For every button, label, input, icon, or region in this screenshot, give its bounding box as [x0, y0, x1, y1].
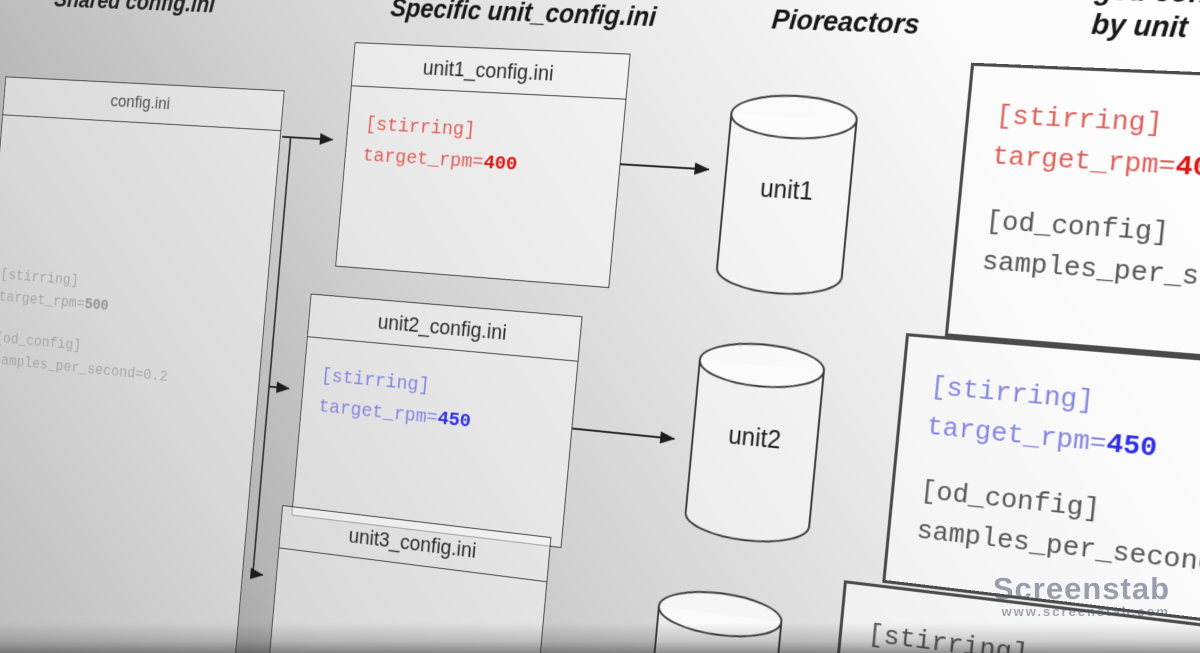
pioreactor-unit3: unit3	[640, 584, 785, 653]
merged-config-column-header: Merged config by unit	[927, 0, 1200, 52]
merged-config-unit1: [stirring] target_rpm=400 [od_config] sa…	[944, 62, 1200, 375]
ini-section-header: [stirring]	[866, 618, 1030, 653]
arrow-unit1-config-to-reactor	[621, 164, 709, 169]
shared-config-content: [stirring] target_rpm=500 [od_config] sa…	[0, 115, 280, 398]
pioreactor-unit2: unit2	[681, 337, 828, 559]
cylinder-shape	[681, 337, 828, 559]
specific-config-column-header: Specific unit_config.ini	[389, 0, 658, 32]
ini-key: target_rpm=	[317, 396, 439, 430]
ini-key: target_rpm=	[361, 145, 485, 175]
ini-key: samples_per_second=	[980, 245, 1200, 301]
merged-override-block: [stirring] target_rpm=	[862, 615, 1200, 653]
ini-key: target_rpm=	[990, 140, 1178, 183]
shared-config-column-header: Shared config.ini	[53, 0, 216, 18]
diagram-scene: Shared config.ini Specific unit_config.i…	[13, 39, 1200, 653]
ini-value: 500	[83, 296, 110, 316]
unit1-config-box: unit1_config.ini [stirring] target_rpm=4…	[335, 42, 631, 289]
unit2-config-box: unit2_config.ini [stirring] target_rpm=4…	[291, 293, 583, 549]
merged-shared-block: [od_config] samples_per_second=0.2	[980, 202, 1200, 314]
merged-header-line2: by unit	[1090, 8, 1190, 44]
arrow-shared-to-unit3	[253, 387, 279, 575]
arrow-unit2-config-to-reactor	[572, 429, 674, 439]
shared-config-box: config.ini [stirring] target_rpm=500 [od…	[0, 76, 285, 653]
ini-value: 450	[436, 408, 472, 434]
ini-value: 400	[1173, 150, 1200, 186]
pioreactor-unit1: unit1	[712, 91, 861, 310]
ini-value: 400	[482, 152, 519, 177]
cylinder-shape	[712, 91, 861, 310]
cylinder-shape	[640, 584, 785, 653]
ini-value: 0.2	[142, 366, 169, 387]
unit1-config-content: [stirring] target_rpm=400	[344, 86, 625, 187]
ini-value: 450	[1104, 427, 1159, 465]
ini-key: target_rpm=	[0, 288, 86, 314]
